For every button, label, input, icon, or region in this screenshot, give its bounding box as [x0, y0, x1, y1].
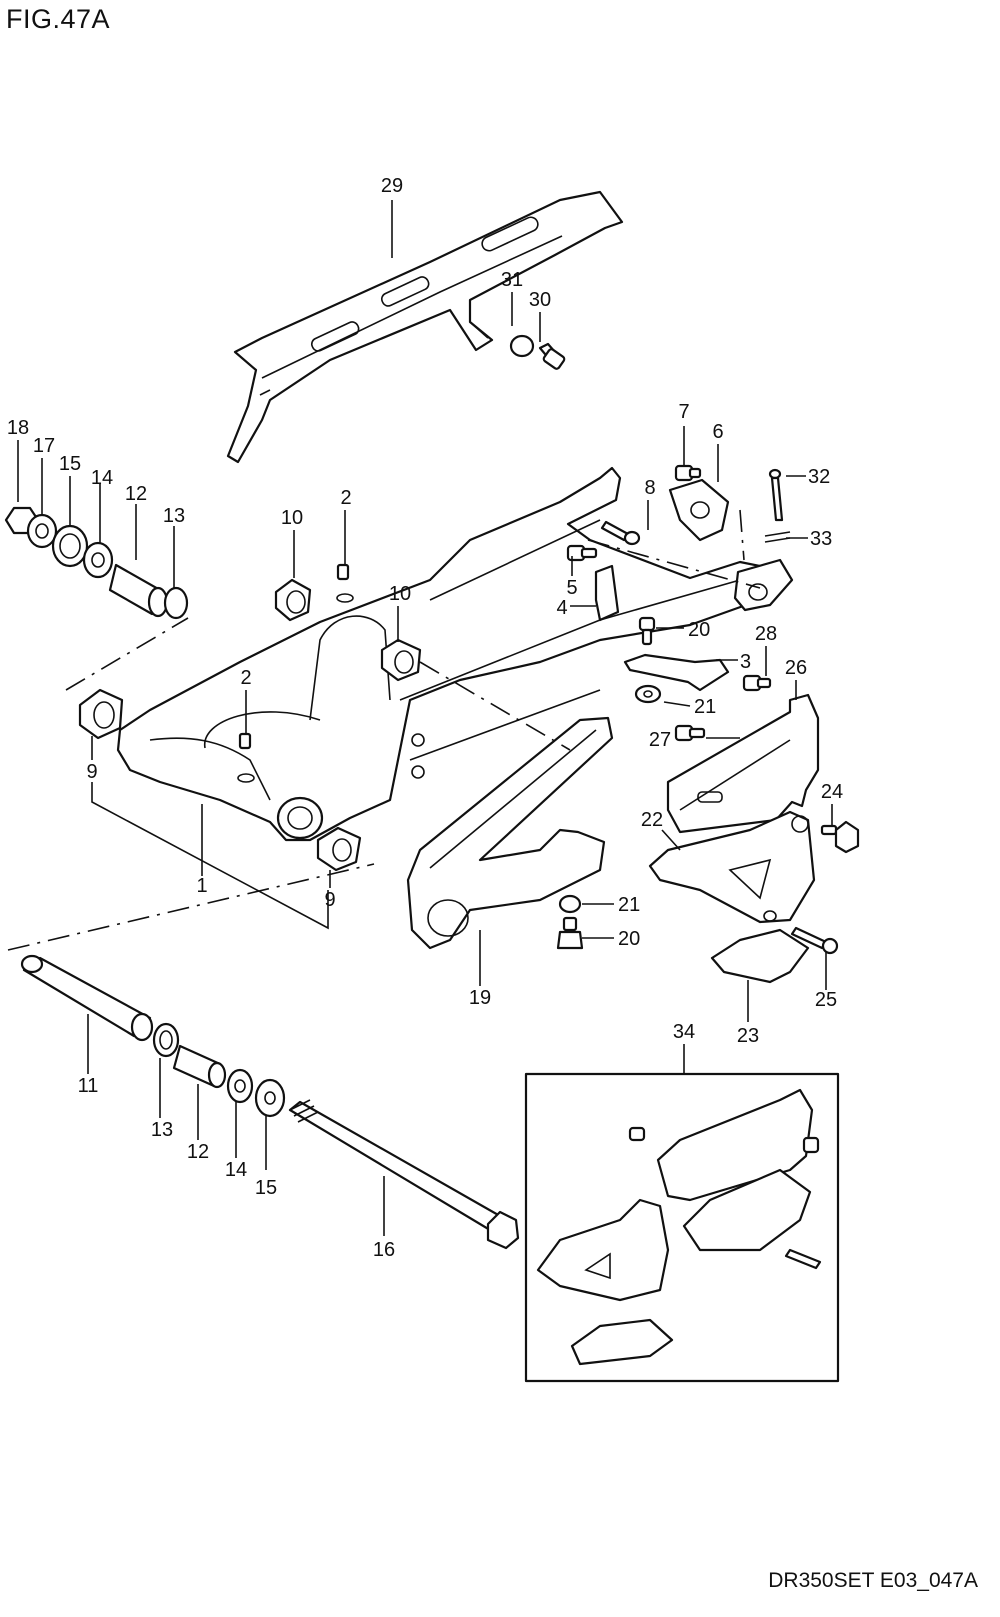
callout-27: 27 [649, 729, 671, 751]
callout-3: 3 [740, 651, 751, 673]
callout-6: 6 [712, 421, 723, 443]
bolt-20-lower-part [556, 916, 584, 950]
callout-26: 26 [785, 657, 807, 679]
callout-1: 1 [196, 875, 207, 897]
callout-2-upper: 2 [340, 487, 351, 509]
callout-29: 29 [381, 175, 403, 197]
leader-lines [17, 200, 833, 1236]
callout-11: 11 [78, 1075, 99, 1097]
alignment-lines [7, 509, 761, 951]
bracket-6-part [668, 478, 730, 542]
bolt-25-part [790, 926, 839, 955]
bolt-30-part [538, 342, 566, 370]
callout-7: 7 [678, 401, 689, 423]
callout-30: 30 [529, 289, 551, 311]
guide-plate-22-part [648, 810, 816, 924]
footer-reference-code: DR350SET E03_047A [768, 1569, 978, 1592]
clip-33-part [764, 531, 791, 543]
callout-31: 31 [501, 269, 523, 291]
callout-10-lower: 10 [389, 583, 411, 605]
callout-34: 34 [673, 1021, 695, 1043]
callout-14-upper: 14 [91, 467, 113, 489]
callout-2-lower: 2 [240, 667, 251, 689]
spacer-12-lower-part [172, 1044, 227, 1089]
callout-9-right: 9 [324, 889, 335, 911]
callout-10-upper: 10 [281, 507, 303, 529]
swingarm-part [116, 466, 794, 842]
callout-labels: 29 31 30 7 6 8 32 33 5 4 20 3 28 26 21 2… [7, 175, 843, 1261]
pivot-sleeve-11-part [20, 954, 154, 1042]
callout-22: 22 [641, 809, 663, 831]
washer-15-lower-part [254, 1078, 286, 1118]
pin-32-part [768, 468, 784, 522]
bolt-7-part [674, 464, 702, 482]
callout-8: 8 [644, 477, 655, 499]
callout-25: 25 [815, 989, 837, 1011]
chain-buffer-part [406, 716, 614, 950]
callout-14-lower: 14 [225, 1159, 247, 1181]
grease-nipple-lower-part [237, 732, 255, 783]
callout-33: 33 [810, 528, 832, 550]
grease-nipple-upper-part [336, 563, 354, 603]
bolt-20-upper-part [638, 616, 656, 646]
callout-12-upper: 12 [125, 483, 147, 505]
callout-28: 28 [755, 623, 777, 645]
bushing-9-left-part [78, 688, 124, 740]
callout-17: 17 [33, 435, 55, 457]
pivot-shaft-16-part [288, 1099, 520, 1250]
cover-23-part [710, 928, 810, 984]
callout-5: 5 [566, 577, 577, 599]
bolt-28-part [742, 674, 772, 692]
chain-guide-26-part [666, 693, 820, 834]
bracket-3-part [623, 653, 730, 692]
callout-12-lower: 12 [187, 1141, 209, 1163]
callout-32: 32 [808, 466, 830, 488]
bushing-10-upper-part [274, 578, 312, 622]
bracket-4-part [594, 564, 620, 622]
callout-19: 19 [469, 987, 491, 1009]
callout-9-left: 9 [86, 761, 97, 783]
collar-31-part [509, 334, 535, 358]
callout-24: 24 [821, 781, 843, 803]
seal-13-lower-part [152, 1022, 180, 1058]
callout-15-upper: 15 [59, 453, 81, 475]
bolt-8-part [600, 520, 641, 546]
chain-case-part [226, 190, 624, 464]
pivot-hardware-stack [4, 506, 189, 620]
callout-18: 18 [7, 417, 29, 439]
callout-16: 16 [373, 1239, 395, 1261]
callout-13-upper: 13 [163, 505, 185, 527]
bushing-9-right-part [316, 826, 362, 872]
callout-20-upper: 20 [688, 619, 710, 641]
callout-13-lower: 13 [151, 1119, 173, 1141]
callout-21-lower: 21 [618, 894, 640, 916]
bushing-10-lower-part [380, 638, 422, 682]
washer-21-upper-part [634, 684, 662, 704]
bolt-24-part [820, 820, 860, 854]
figure-title: FIG.47A [6, 4, 111, 34]
bolt-27-part [674, 724, 706, 742]
washer-14-lower-part [226, 1068, 254, 1104]
callout-15-lower: 15 [255, 1177, 277, 1199]
washer-21-lower-part [558, 894, 582, 914]
callout-4: 4 [556, 597, 567, 619]
callout-21-upper: 21 [694, 696, 716, 718]
callout-23: 23 [737, 1025, 759, 1047]
callout-20-lower: 20 [618, 928, 640, 950]
kit-34-box [524, 1072, 840, 1383]
